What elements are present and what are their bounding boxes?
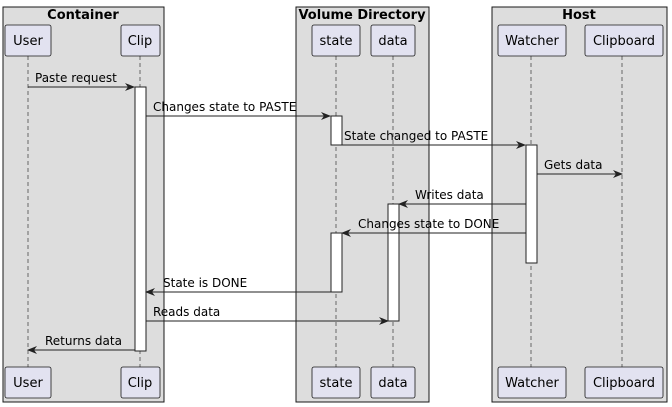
svg-text:Watcher: Watcher [505, 34, 559, 49]
participant-clipboard-top: Clipboard [584, 24, 664, 57]
message-state-is-done: State is DONE [145, 276, 331, 296]
svg-text:Clip: Clip [128, 376, 153, 391]
message-label: Reads data [153, 305, 220, 319]
activation-watcher [525, 144, 538, 264]
svg-text:Watcher: Watcher [505, 376, 559, 391]
participant-clip-bottom: Clip [120, 366, 161, 399]
svg-text:data: data [378, 376, 407, 391]
svg-text:state: state [320, 376, 353, 391]
message-returns-data: Returns data [27, 334, 135, 354]
message-label: Changes state to DONE [358, 217, 499, 231]
group-title-volume-directory: Volume Directory [298, 8, 426, 23]
participant-data-top: data [370, 24, 416, 57]
message-label: Paste request [35, 71, 117, 85]
message-state-changed-paste: State changed to PASTE [342, 129, 526, 149]
participant-user-top: User [4, 24, 52, 57]
activation-state-1 [330, 115, 343, 146]
svg-text:Clipboard: Clipboard [593, 376, 655, 391]
message-label: Changes state to PASTE [153, 100, 296, 114]
message-label: Returns data [45, 334, 122, 348]
participant-watcher-top: Watcher [497, 24, 567, 57]
participant-state-bottom: state [311, 366, 361, 399]
message-changes-state-done: Changes state to DONE [341, 217, 526, 237]
participant-user-bottom: User [4, 366, 52, 399]
svg-text:Clip: Clip [128, 34, 153, 49]
message-label: Writes data [415, 188, 484, 202]
svg-text:data: data [378, 34, 407, 49]
svg-text:state: state [320, 34, 353, 49]
group-title-host: Host [562, 8, 596, 23]
svg-text:User: User [13, 34, 43, 49]
participant-state-top: state [311, 24, 361, 57]
activation-clip [134, 86, 147, 352]
message-reads-data: Reads data [146, 305, 389, 325]
participant-clip-top: Clip [120, 24, 161, 57]
message-gets-data: Gets data [537, 158, 623, 178]
participant-data-bottom: data [370, 366, 416, 399]
activation-data [387, 203, 400, 322]
message-label: Gets data [544, 158, 602, 172]
message-writes-data: Writes data [398, 188, 526, 208]
participant-watcher-bottom: Watcher [497, 366, 567, 399]
message-paste-request: Paste request [28, 71, 135, 91]
message-label: State changed to PASTE [344, 129, 488, 143]
svg-text:Clipboard: Clipboard [593, 34, 655, 49]
message-changes-state-paste: Changes state to PASTE [146, 100, 331, 120]
participant-clipboard-bottom: Clipboard [584, 366, 664, 399]
activation-state-2 [330, 232, 343, 293]
svg-text:User: User [13, 376, 43, 391]
group-title-container: Container [47, 8, 119, 23]
message-label: State is DONE [163, 276, 247, 290]
